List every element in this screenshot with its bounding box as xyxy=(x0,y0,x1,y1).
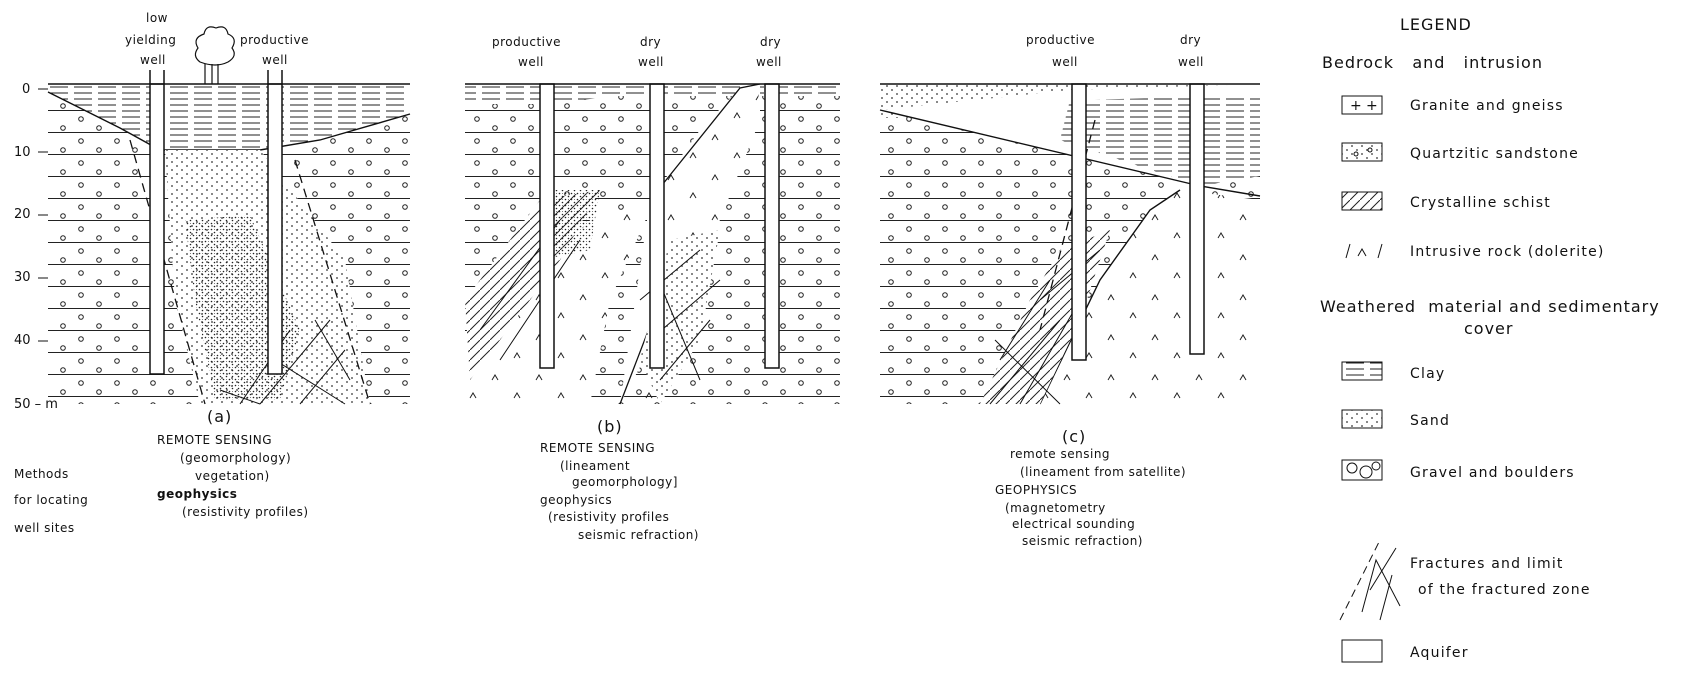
panel-c-well2-label-1: dry xyxy=(1180,33,1201,47)
panel-c-well2-label-2: well xyxy=(1178,55,1204,69)
legend-swatch-intrusive xyxy=(1345,243,1383,259)
legend-title: LEGEND xyxy=(1400,15,1472,34)
panel-c-method-6: seismic refraction) xyxy=(1022,534,1143,548)
panel-a-prod-well-label-2: well xyxy=(262,53,288,67)
panel-b-well2-label-2: well xyxy=(638,55,664,69)
panel-b-method-5: (resistivity profiles xyxy=(548,510,669,524)
legend-item-fractures-1: Fractures and limit xyxy=(1410,556,1564,572)
legend-item-quartzitic: Quartzitic sandstone xyxy=(1410,146,1579,162)
methods-caption-line-2: for locating xyxy=(14,493,88,507)
depth-tick-50: 50 – m xyxy=(14,397,58,412)
panel-b-method-4: geophysics xyxy=(540,493,612,507)
methods-caption: Methods for locating well sites xyxy=(14,467,88,535)
legend-item-schist: Crystalline schist xyxy=(1410,195,1551,211)
panel-b-well3-label-1: dry xyxy=(760,35,781,49)
panel-b-well2-label-1: dry xyxy=(640,35,661,49)
legend-bedrock-heading: Bedrock and intrusion xyxy=(1322,53,1543,72)
tree-icon xyxy=(194,26,235,84)
panel-a-method-5: (resistivity profiles) xyxy=(182,505,309,519)
panel-b-method-3: geomorphology] xyxy=(572,475,678,489)
methods-caption-line-1: Methods xyxy=(14,467,69,481)
legend: LEGEND Bedrock and intrusion ++ Granite … xyxy=(1320,15,1660,663)
panel-b-well1-label-2: well xyxy=(518,55,544,69)
panel-b-well3-label-2: well xyxy=(756,55,782,69)
panel-c-method-1: remote sensing xyxy=(1010,447,1110,461)
panel-b-method-2: (lineament xyxy=(560,459,630,473)
depth-tick-40: 40 xyxy=(14,333,31,348)
depth-tick-10: 10 xyxy=(14,145,31,160)
panel-c-well1-label-2: well xyxy=(1052,55,1078,69)
legend-weathered-heading-2: cover xyxy=(1464,319,1513,338)
panel-a-low-well-label-1: low xyxy=(146,11,168,25)
panel-c-letter: (c) xyxy=(1062,427,1086,446)
panel-a-low-well-label-3: well xyxy=(140,53,166,67)
panel-a-method-4: geophysics xyxy=(157,487,237,501)
panel-b-method-1: REMOTE SENSING xyxy=(540,441,655,455)
panel-c-method-3: GEOPHYSICS xyxy=(995,483,1077,497)
panel-c-well1-label-1: productive xyxy=(1026,33,1095,47)
depth-axis: 0 10 20 30 40 50 – m xyxy=(14,82,58,412)
panel-a-prod-well-label-1: productive xyxy=(240,33,309,47)
legend-swatch-schist xyxy=(1341,191,1383,211)
legend-swatch-quartzitic xyxy=(1341,142,1383,162)
legend-swatch-fractures xyxy=(1339,539,1401,621)
panel-a-letter: (a) xyxy=(207,407,232,426)
legend-item-granite: Granite and gneiss xyxy=(1410,98,1564,114)
panel-c-method-2: (lineament from satellite) xyxy=(1020,465,1186,479)
legend-item-clay: Clay xyxy=(1410,366,1445,382)
panel-c-method-4: (magnetometry xyxy=(1005,501,1106,515)
svg-text:+: + xyxy=(1350,98,1362,114)
panel-b-method-6: seismic refraction) xyxy=(578,528,699,542)
legend-swatch-clay xyxy=(1341,361,1383,381)
legend-weathered-heading-1: Weathered material and sedimentary xyxy=(1320,297,1660,316)
legend-swatch-sand xyxy=(1341,409,1383,429)
legend-item-intrusive: Intrusive rock (dolerite) xyxy=(1410,244,1605,260)
legend-swatch-gravel xyxy=(1341,459,1383,481)
panel-c-section: productive well dry well (c) remote sens… xyxy=(879,33,1261,548)
legend-swatch-aquifer xyxy=(1341,639,1383,663)
panel-a-method-2: (geomorphology) xyxy=(180,451,291,465)
panel-c-method-5: electrical sounding xyxy=(1012,517,1135,531)
panel-a-method-1: REMOTE SENSING xyxy=(157,433,272,447)
depth-tick-20: 20 xyxy=(14,207,31,222)
svg-text:+: + xyxy=(1366,98,1378,114)
legend-item-gravel: Gravel and boulders xyxy=(1410,465,1575,481)
panel-b-letter: (b) xyxy=(597,417,623,436)
depth-tick-30: 30 xyxy=(14,270,31,285)
legend-item-fractures-2: of the fractured zone xyxy=(1418,582,1591,598)
legend-item-aquifer: Aquifer xyxy=(1410,645,1469,661)
panel-a-method-3: vegetation) xyxy=(195,469,270,483)
panel-b-section: productive well dry well dry well (b) RE… xyxy=(465,35,840,542)
panel-a-low-well-label-2: yielding xyxy=(125,33,176,47)
legend-item-sand: Sand xyxy=(1410,413,1450,429)
methods-caption-line-3: well sites xyxy=(14,521,75,535)
legend-swatch-granite: ++ xyxy=(1341,95,1383,115)
depth-tick-0: 0 xyxy=(22,82,30,97)
panel-b-well1-label-1: productive xyxy=(492,35,561,49)
panel-a-section: low yielding well productive well (a) RE… xyxy=(47,11,411,519)
